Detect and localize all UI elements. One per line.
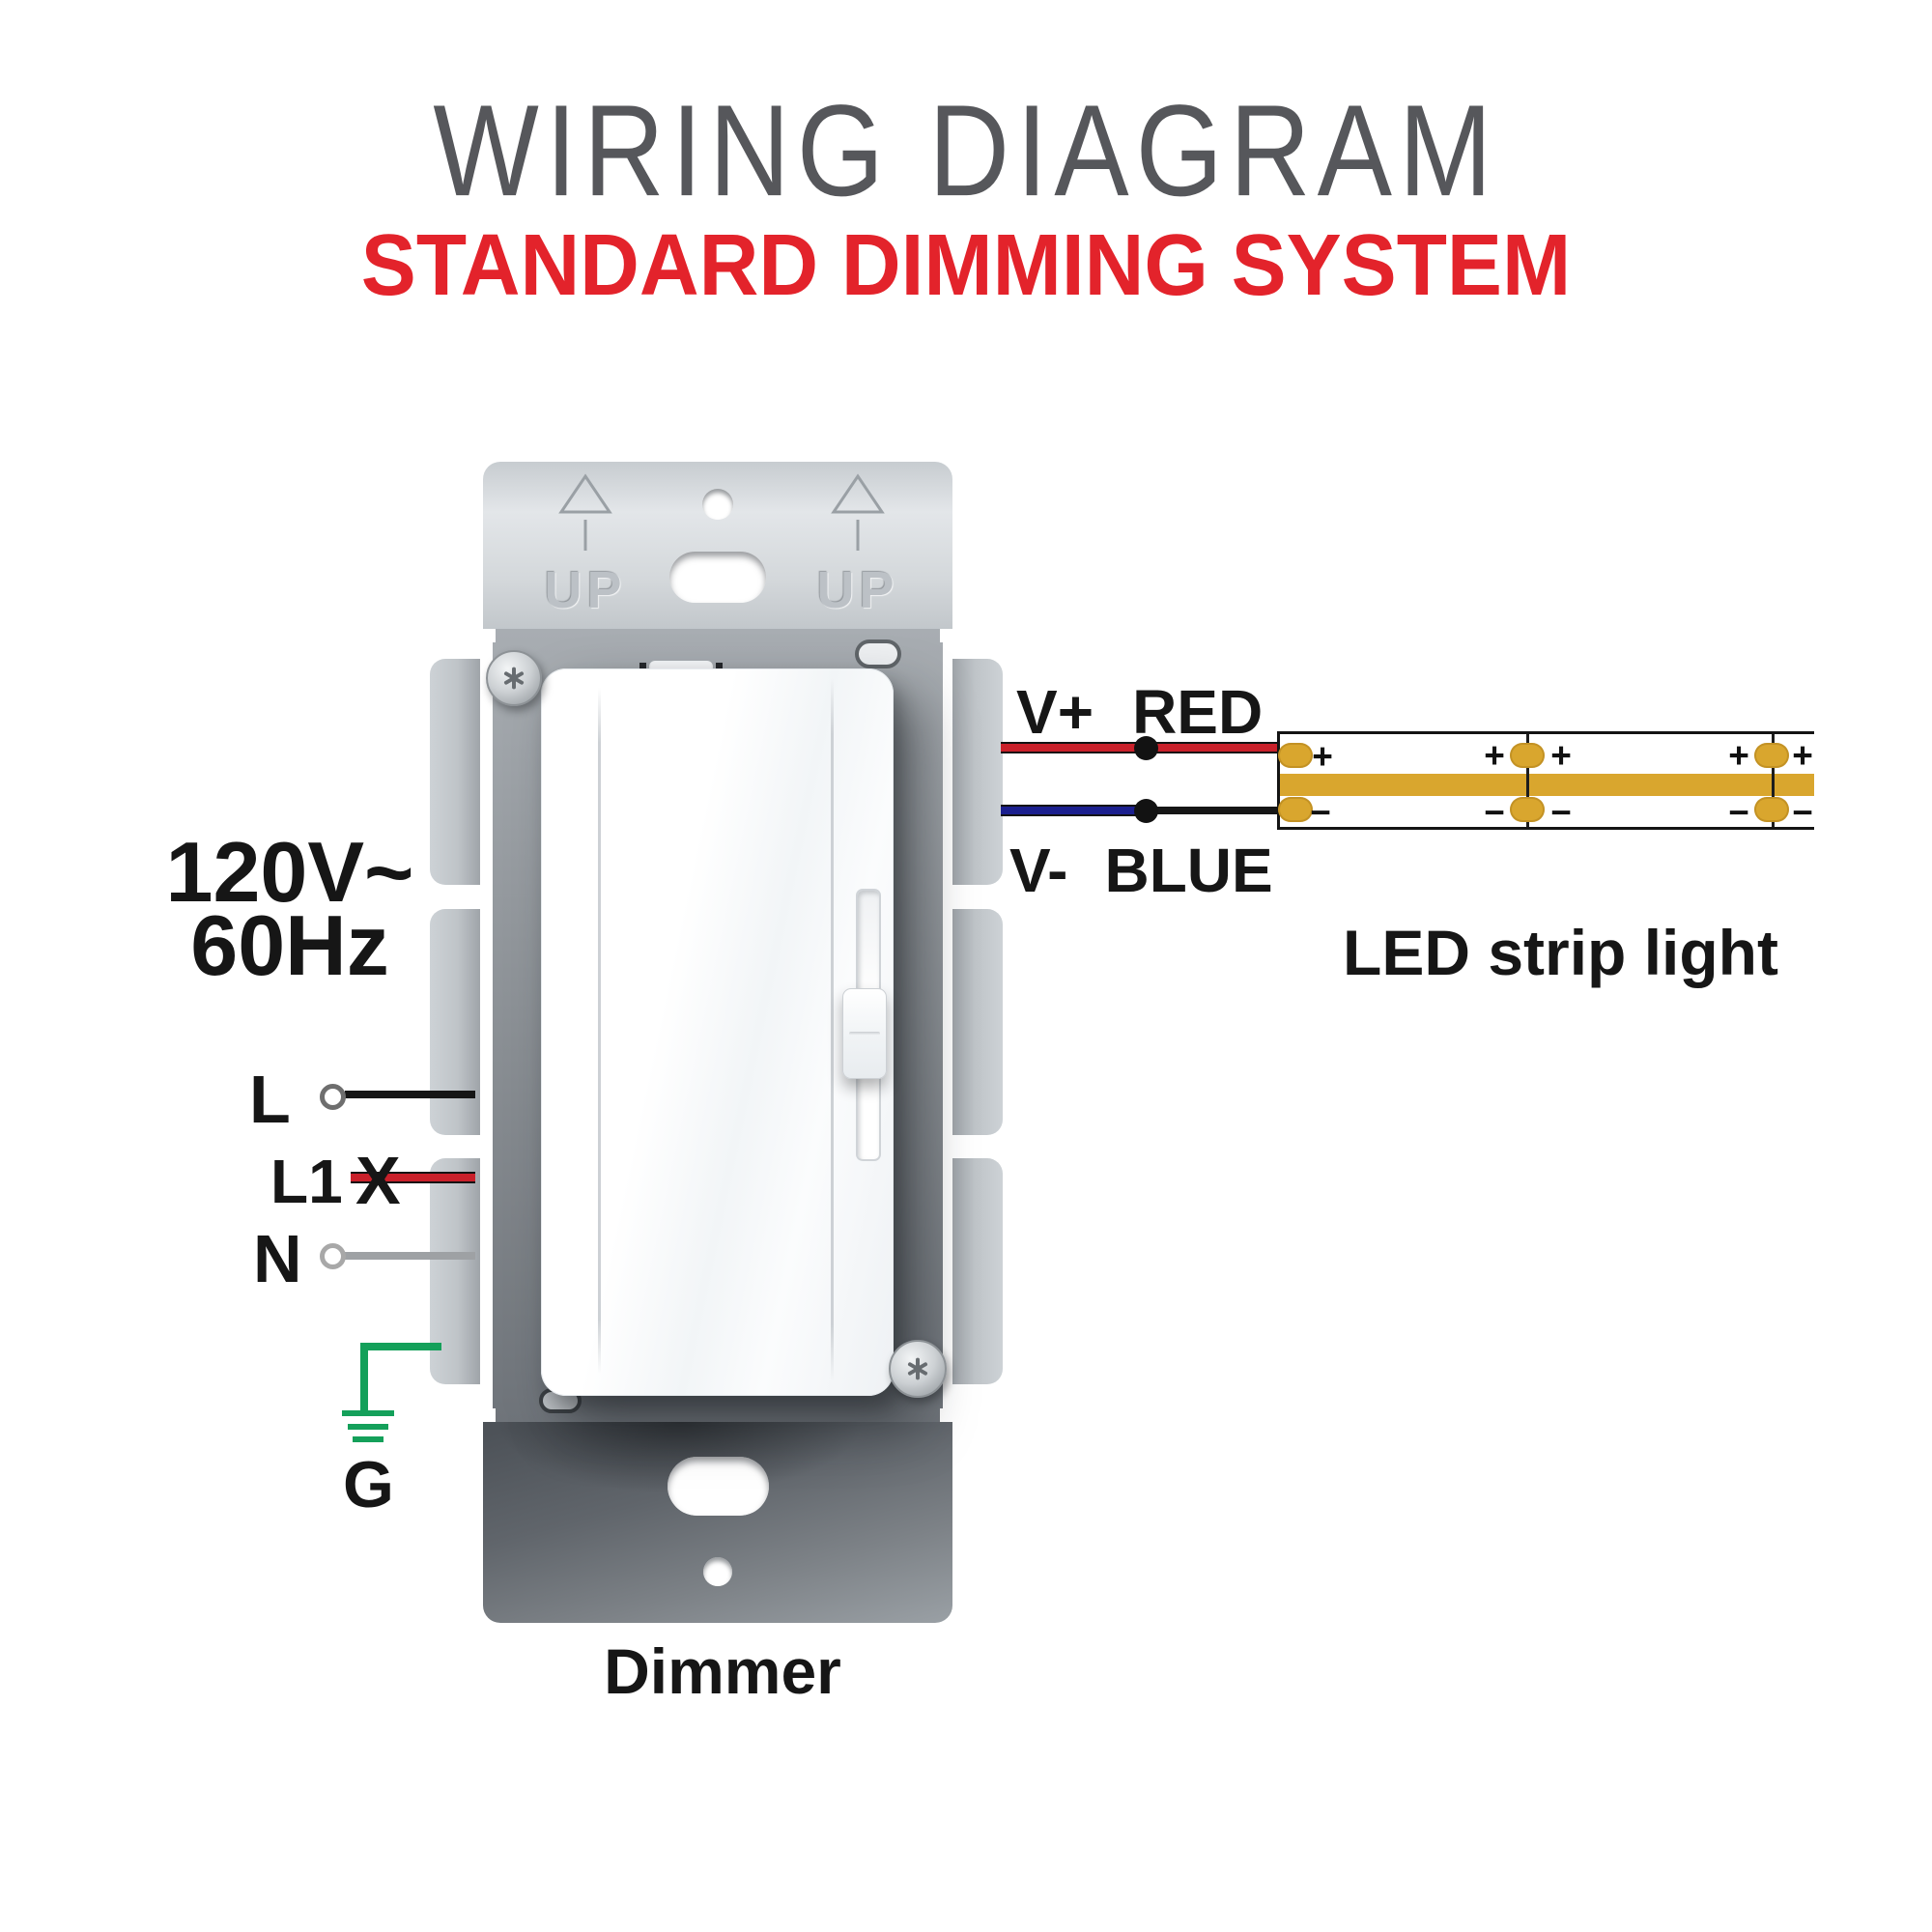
paddle-seam [598, 688, 601, 1374]
solder-pad-plus [1278, 743, 1313, 768]
vminus-wire-black [1146, 807, 1279, 814]
up-arrow-icon [831, 473, 885, 551]
frequency-text: 60Hz [190, 897, 389, 993]
neutral-wire [345, 1252, 475, 1260]
plus-mark: + [1312, 736, 1333, 777]
solder-pad-minus [1278, 797, 1313, 822]
ground-wire [360, 1343, 441, 1350]
strip-cut-line [1526, 734, 1529, 827]
up-embossed-text: UP [544, 561, 627, 619]
plus-mark: + [1550, 735, 1572, 776]
up-embossed-text: UP [816, 561, 899, 619]
ground-symbol [348, 1424, 388, 1430]
solder-pad-plus [1754, 743, 1789, 768]
neutral-label: N [253, 1221, 302, 1296]
minus-mark: − [1484, 792, 1505, 833]
minus-mark: − [1792, 792, 1813, 833]
line-wire [345, 1091, 475, 1098]
solder-pad-minus [1510, 797, 1545, 822]
mounting-slot-bottom [668, 1457, 769, 1516]
up-arrow-icon [558, 473, 612, 551]
vminus-label: V- [1009, 836, 1068, 905]
mounting-tab-left-top [430, 659, 480, 885]
ground-label: G [343, 1448, 394, 1521]
led-strip-label: LED strip light [1343, 917, 1778, 988]
paddle-mark [716, 663, 723, 671]
page-title: WIRING DIAGRAM [433, 77, 1499, 224]
mounting-plate-bottom [483, 1422, 952, 1623]
plus-mark: + [1728, 735, 1749, 776]
line-label: L [249, 1062, 291, 1137]
plus-mark: + [1484, 735, 1505, 776]
mounting-tab-left-middle [430, 909, 480, 1135]
voltage-text: 120V~ [165, 824, 414, 920]
plate-notch [483, 1408, 496, 1422]
vminus-label-row: V- BLUE [1009, 835, 1273, 906]
vminus-wire-name: BLUE [1104, 836, 1273, 905]
paddle-mark [639, 663, 646, 671]
wire-joint-dot [1134, 799, 1158, 823]
screw-bottom-right[interactable] [889, 1340, 947, 1398]
minus-mark: − [1310, 792, 1331, 833]
paddle-seam [831, 678, 834, 1381]
adjust-slot-top-right [855, 639, 901, 668]
minus-mark: − [1550, 792, 1572, 833]
torx-icon [907, 1357, 928, 1380]
load-label: L1 [270, 1147, 343, 1216]
dimmer-slider-handle[interactable] [842, 988, 887, 1079]
load-wire-red [351, 1172, 475, 1183]
minus-mark: − [1728, 792, 1749, 833]
ground-symbol [342, 1410, 394, 1416]
plate-notch [940, 629, 952, 642]
strip-cut-line [1772, 734, 1775, 827]
solder-pad-minus [1754, 797, 1789, 822]
mounting-hole-bottom [703, 1557, 732, 1586]
ground-symbol [353, 1436, 384, 1442]
plate-notch [483, 629, 496, 642]
cross-mark: X [355, 1143, 401, 1218]
screw-top-left[interactable] [486, 650, 542, 706]
plus-mark: + [1792, 735, 1813, 776]
led-strip: + + + + + − − − − − [1277, 731, 1814, 833]
mounting-tab-right-top [952, 659, 1003, 885]
supply-rating-label: 120V~ 60Hz [164, 824, 415, 993]
mounting-tab-right-bottom [952, 1158, 1003, 1384]
dimmer-paddle[interactable] [541, 668, 894, 1396]
page-subtitle: STANDARD DIMMING SYSTEM [360, 217, 1572, 314]
led-strip-band [1280, 774, 1814, 796]
mounting-tab-right-middle [952, 909, 1003, 1135]
torx-icon [503, 667, 525, 690]
line-terminal [320, 1084, 346, 1110]
vplus-label: V+ [1016, 677, 1094, 747]
dimmer-label: Dimmer [604, 1635, 841, 1707]
neutral-terminal [320, 1243, 346, 1269]
vplus-label-row: V+ RED [1016, 676, 1263, 748]
solder-pad-plus [1510, 743, 1545, 768]
wire-joint-dot [1134, 736, 1158, 760]
vplus-wire-name: RED [1132, 677, 1264, 747]
vminus-wire-blue [1001, 805, 1148, 816]
mounting-hole-top [702, 489, 733, 520]
mounting-slot-top [669, 552, 766, 603]
plate-notch [940, 1408, 952, 1422]
ground-wire [360, 1343, 368, 1416]
